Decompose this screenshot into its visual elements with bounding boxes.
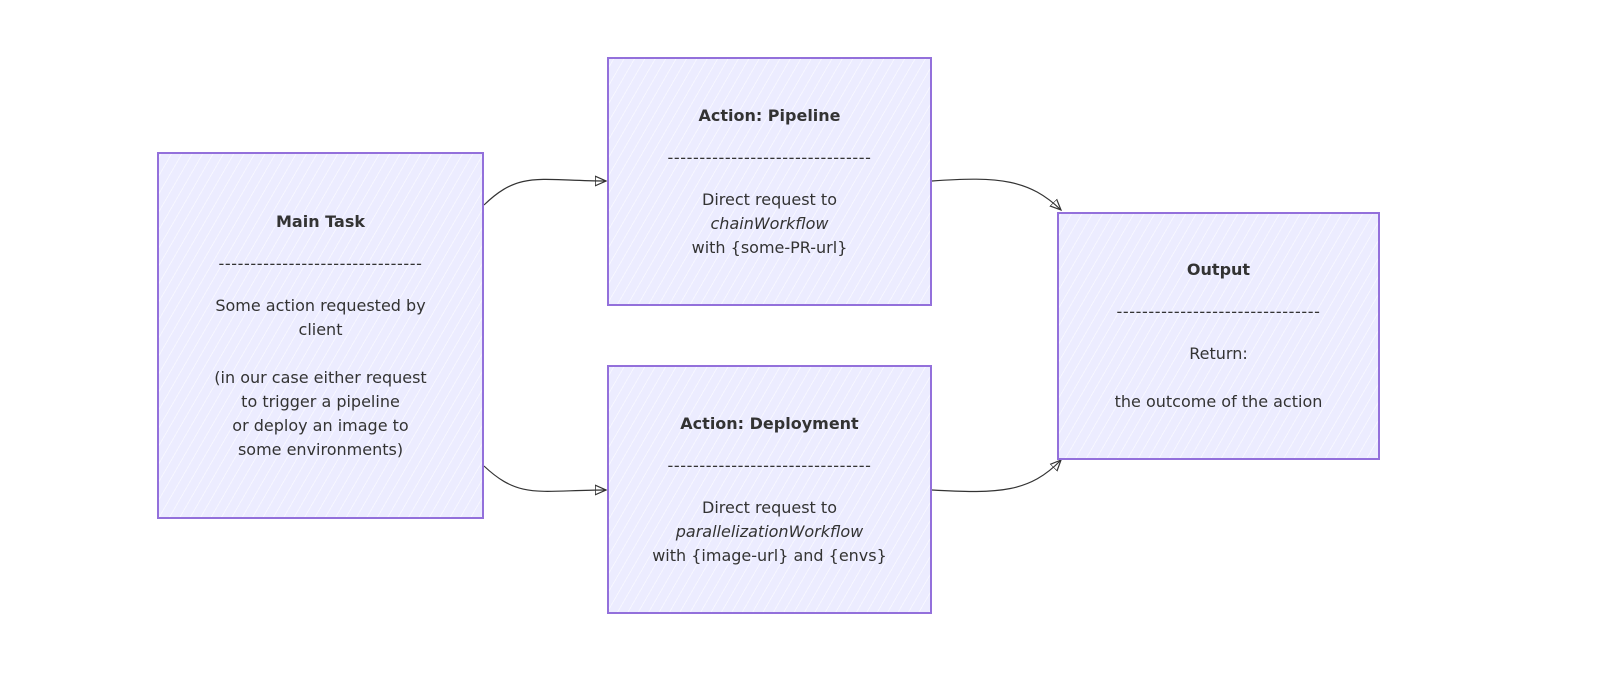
separator: --------------------------------: [218, 253, 423, 273]
edge-pipeline-to-output: [931, 178, 1061, 210]
separator: --------------------------------: [1116, 302, 1321, 321]
node-text: Direct request to: [702, 497, 837, 517]
node-text: or deploy an image to: [232, 415, 409, 435]
node-text: some environments): [237, 439, 404, 459]
node-text: to trigger a pipeline: [241, 391, 400, 411]
node-output: Output -------------------------------- …: [1057, 212, 1380, 460]
workflow-name: chainWorkflow: [710, 213, 829, 233]
workflow-name: parallelizationWorkflow: [675, 521, 864, 541]
node-text: with {image-url} and {envs}: [652, 545, 887, 565]
separator: --------------------------------: [667, 455, 872, 475]
node-text: the outcome of the action: [1114, 392, 1323, 411]
node-text: Direct request to: [702, 189, 837, 209]
node-title: Output: [1186, 260, 1251, 279]
node-title: Action: Deployment: [680, 413, 859, 433]
node-text: (in our case either request: [214, 367, 427, 387]
node-text: client: [298, 319, 343, 339]
node-main-task: Main Task ------------------------------…: [157, 152, 484, 519]
node-title: Main Task: [276, 211, 365, 231]
node-text: Some action requested by: [215, 295, 426, 315]
edge-deployment-to-output: [931, 460, 1061, 493]
node-text: with {some-PR-url}: [691, 237, 848, 257]
node-action-pipeline: Action: Pipeline -----------------------…: [607, 57, 932, 306]
separator: --------------------------------: [667, 147, 872, 167]
node-text: Return:: [1189, 344, 1248, 363]
node-title: Action: Pipeline: [698, 105, 841, 125]
edge-main-to-pipeline: [483, 179, 606, 206]
node-action-deployment: Action: Deployment ---------------------…: [607, 365, 932, 614]
edge-main-to-deployment: [483, 465, 606, 491]
